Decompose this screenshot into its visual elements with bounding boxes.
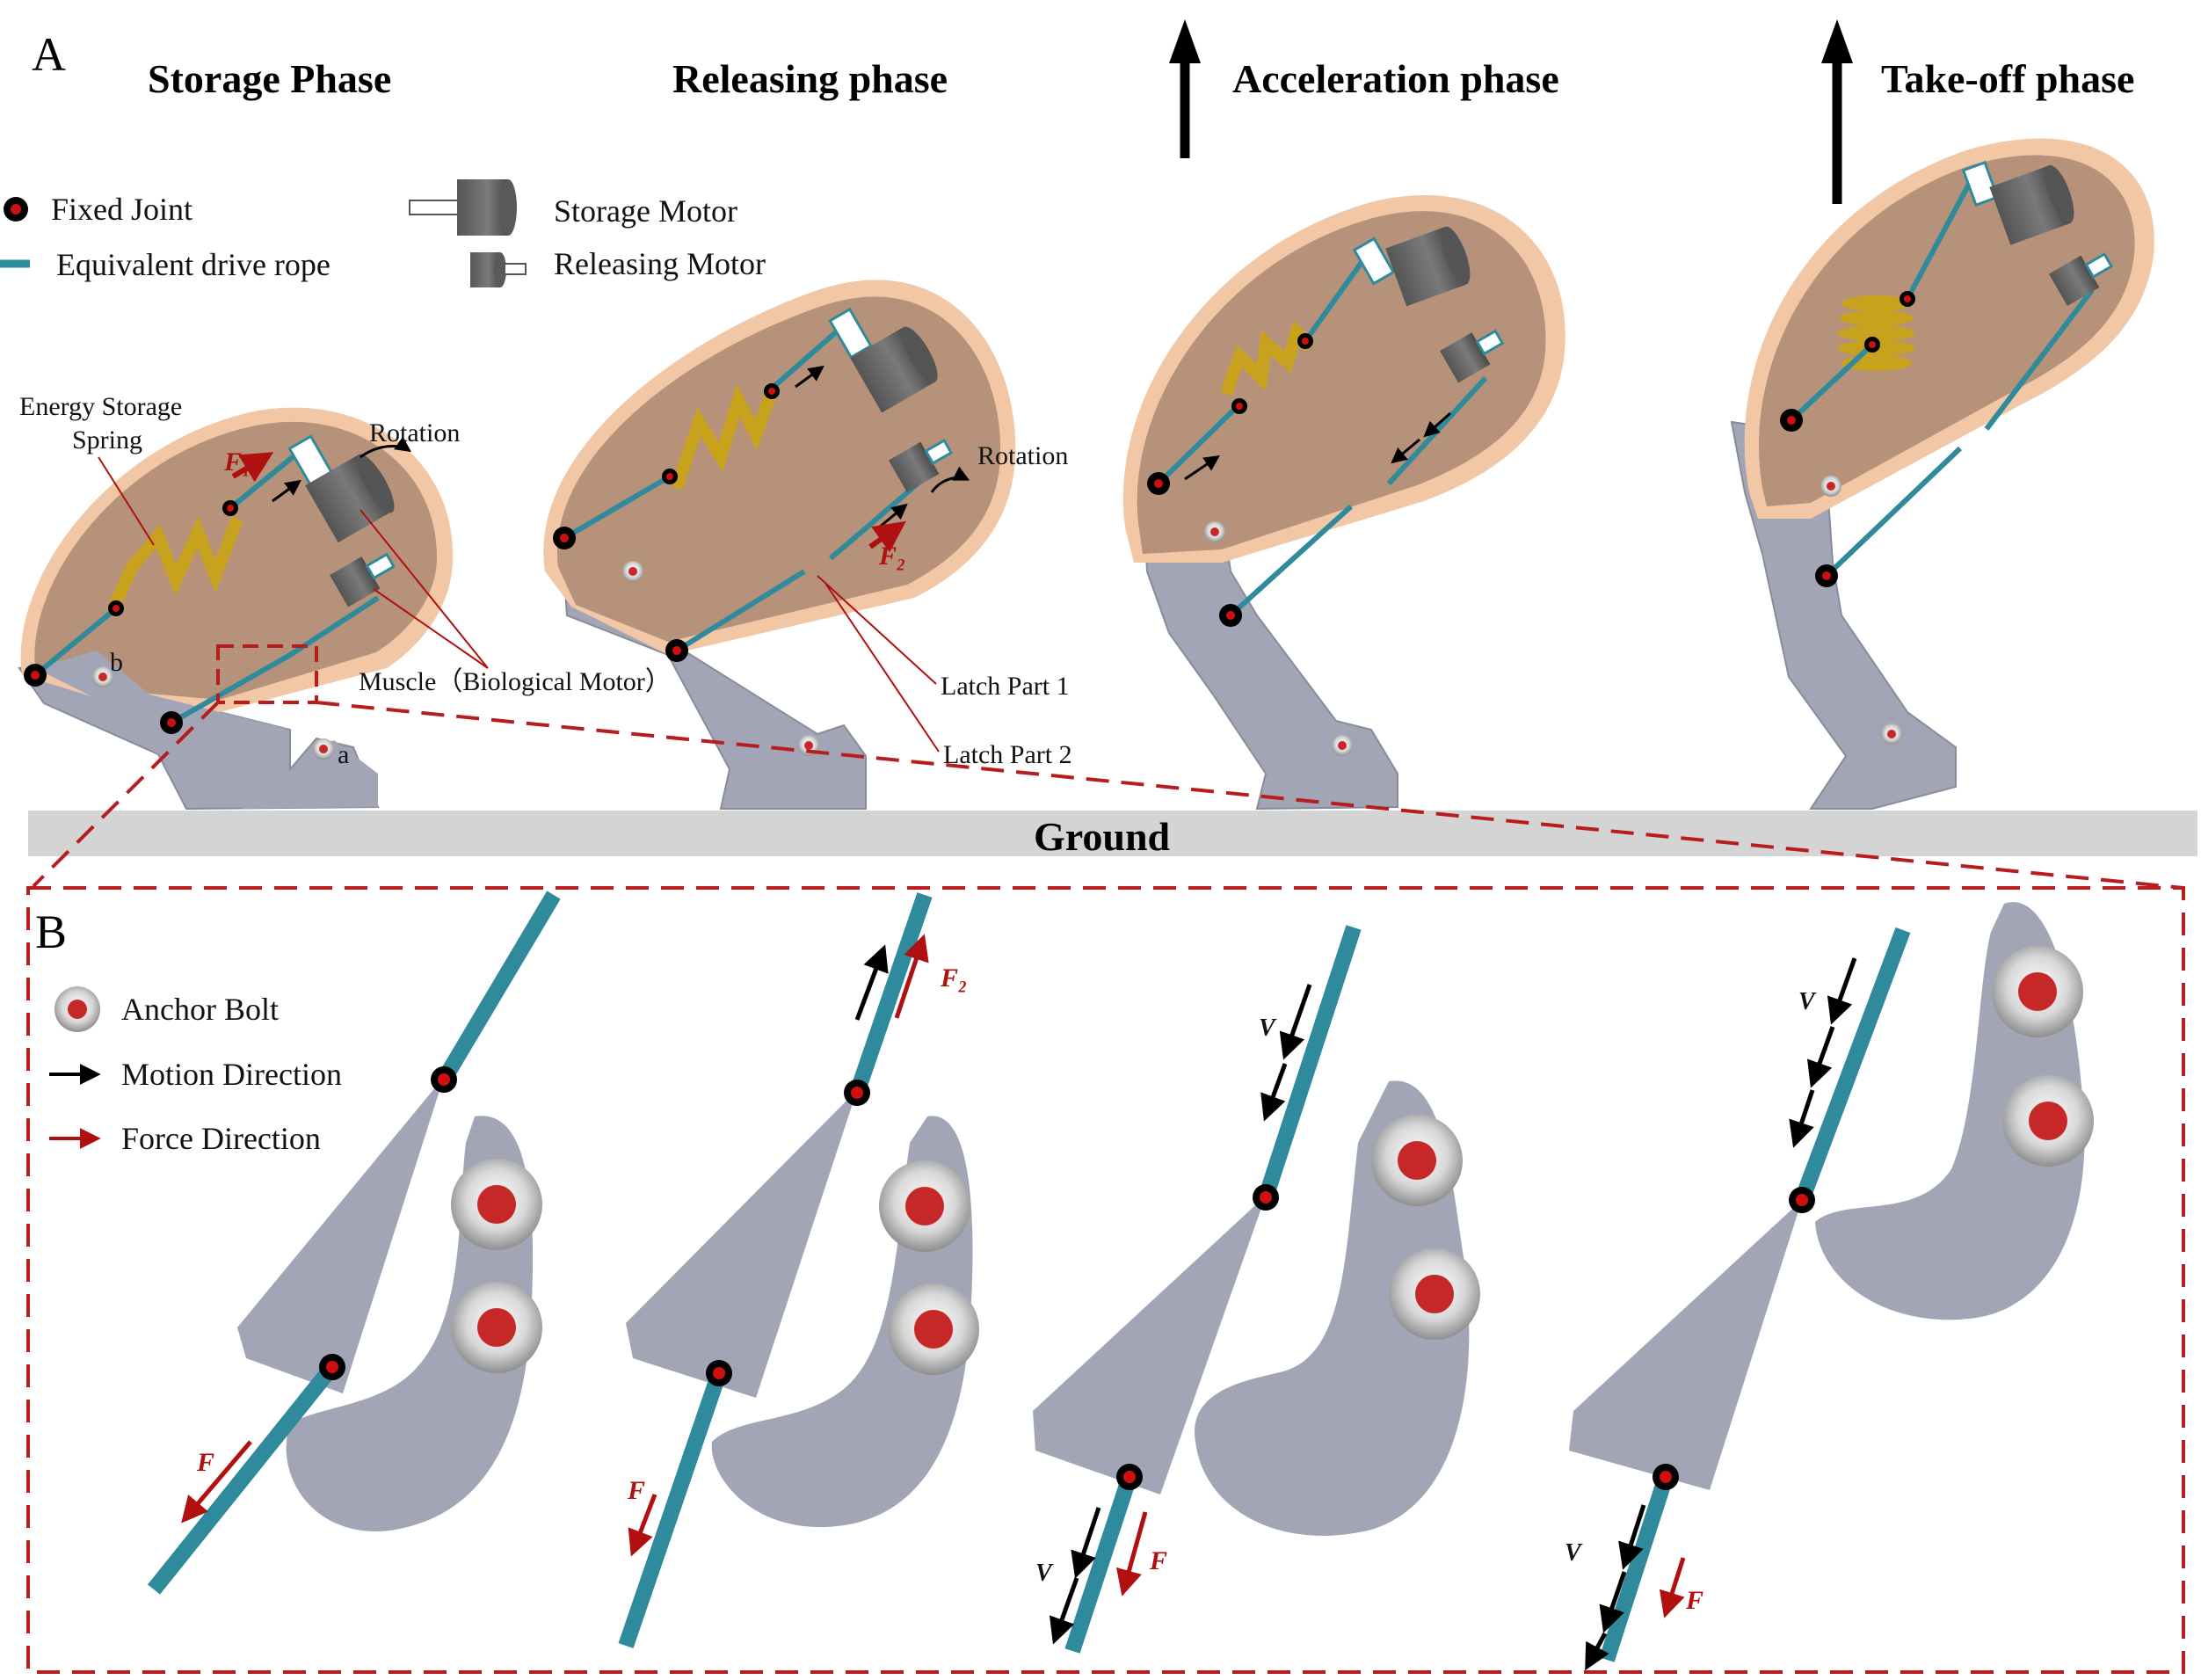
ground-bar (28, 811, 2197, 856)
phase-title-takeoff: Take-off phase (1881, 56, 2134, 101)
legend-a: Fixed Joint Equivalent drive rope Storag… (0, 179, 766, 287)
label-rotation-2: Rotation (977, 441, 1068, 470)
latch-part-1 (237, 1077, 444, 1393)
legend-force-direction: Force Direction (121, 1121, 321, 1156)
phase-title-storage: Storage Phase (148, 56, 391, 101)
force-label-f-4: F (1685, 1586, 1703, 1615)
label-energy-spring-1: Energy Storage (19, 392, 182, 421)
legend-releasing-motor: Releasing Motor (554, 246, 766, 281)
latch-zoom-box (216, 644, 318, 704)
force-label-f-3: F (1149, 1546, 1167, 1575)
phase-title-acceleration: Acceleration phase (1232, 56, 1559, 101)
legend-anchor-bolt: Anchor Bolt (121, 992, 279, 1027)
velocity-label-v-3: V (1798, 988, 1817, 1015)
upward-arrow-acceleration (1169, 19, 1201, 158)
latch-part-1 (626, 1090, 857, 1398)
storage-motor-icon (409, 179, 517, 236)
zoom-line-right (316, 701, 2184, 890)
leg-link (1141, 491, 1398, 811)
legend-drive-rope: Equivalent drive rope (56, 247, 331, 282)
latch-detail-storage (147, 891, 561, 1595)
force-label-f-1: F (196, 1448, 214, 1477)
upward-arrow-takeoff (1821, 19, 1853, 204)
label-point-a: a (338, 740, 349, 769)
panel-b-box (26, 886, 2185, 1674)
zoom-line-left (32, 701, 220, 888)
legend-motion-direction: Motion Direction (121, 1057, 342, 1092)
velocity-label-v-1: V (1259, 1015, 1277, 1042)
energy-spring (108, 516, 243, 609)
compressed-spring (1838, 295, 1915, 371)
phase-title-releasing: Releasing phase (672, 56, 948, 101)
robot-acceleration-phase (1122, 195, 1565, 811)
robot-storage-phase (18, 407, 454, 811)
latch-part-1 (1569, 1200, 1802, 1490)
legend-b: Anchor Bolt Motion Direction Force Direc… (49, 986, 342, 1156)
force-label-f1: F₁ (223, 447, 251, 476)
velocity-label-v-4: V (1565, 1539, 1583, 1567)
ground-label: Ground (1034, 814, 1171, 859)
velocity-label-v-2: V (1035, 1560, 1054, 1587)
robot-releasing-phase (543, 280, 1016, 810)
label-point-b: b (110, 648, 123, 677)
panel-label-a: A (32, 28, 66, 81)
label-latch-2: Latch Part 2 (943, 740, 1072, 769)
label-muscle: Muscle（Biological Motor） (359, 667, 672, 696)
force-label-f-2: F (627, 1476, 645, 1505)
force-label-f2-detail: F₂ (940, 964, 967, 993)
latch-detail-releasing (618, 892, 979, 1648)
robot-takeoff-phase (1730, 138, 2154, 810)
latch-detail-takeoff (1569, 902, 2094, 1671)
force-label-f2: F₂ (878, 542, 905, 571)
label-energy-spring-2: Spring (72, 425, 142, 455)
latch-detail-acceleration (1033, 925, 1480, 1654)
latch-part-1 (1033, 1196, 1266, 1495)
panel-label-b: B (35, 905, 67, 958)
releasing-motor-icon (470, 252, 527, 287)
label-latch-1: Latch Part 1 (941, 672, 1070, 701)
label-rotation-1: Rotation (369, 418, 460, 447)
legend-fixed-joint: Fixed Joint (51, 192, 192, 227)
legend-storage-motor: Storage Motor (554, 193, 737, 229)
